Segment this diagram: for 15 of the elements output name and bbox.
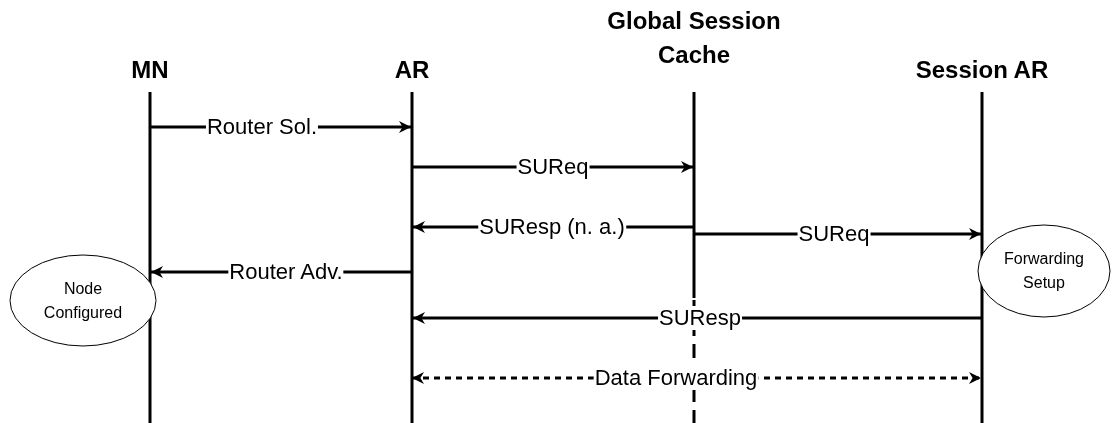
lifeline	[148, 92, 152, 423]
participant-label: Session AR	[914, 55, 1050, 85]
state-ellipse	[9, 254, 157, 347]
message-label: SUResp	[658, 306, 742, 330]
state-label: Node Configured	[42, 278, 124, 323]
state-label: Forwarding Setup	[1003, 249, 1085, 293]
lifeline	[980, 92, 984, 423]
participant-label: AR	[393, 55, 431, 85]
lifeline	[410, 92, 414, 423]
message-label: SUResp (n. a.)	[478, 215, 626, 239]
participant-label: Global Session Cache	[606, 6, 782, 70]
participant-label: MN	[130, 55, 170, 85]
lifeline	[692, 92, 696, 298]
state-ellipse	[977, 224, 1111, 318]
message-label: Data Forwarding	[593, 366, 759, 390]
